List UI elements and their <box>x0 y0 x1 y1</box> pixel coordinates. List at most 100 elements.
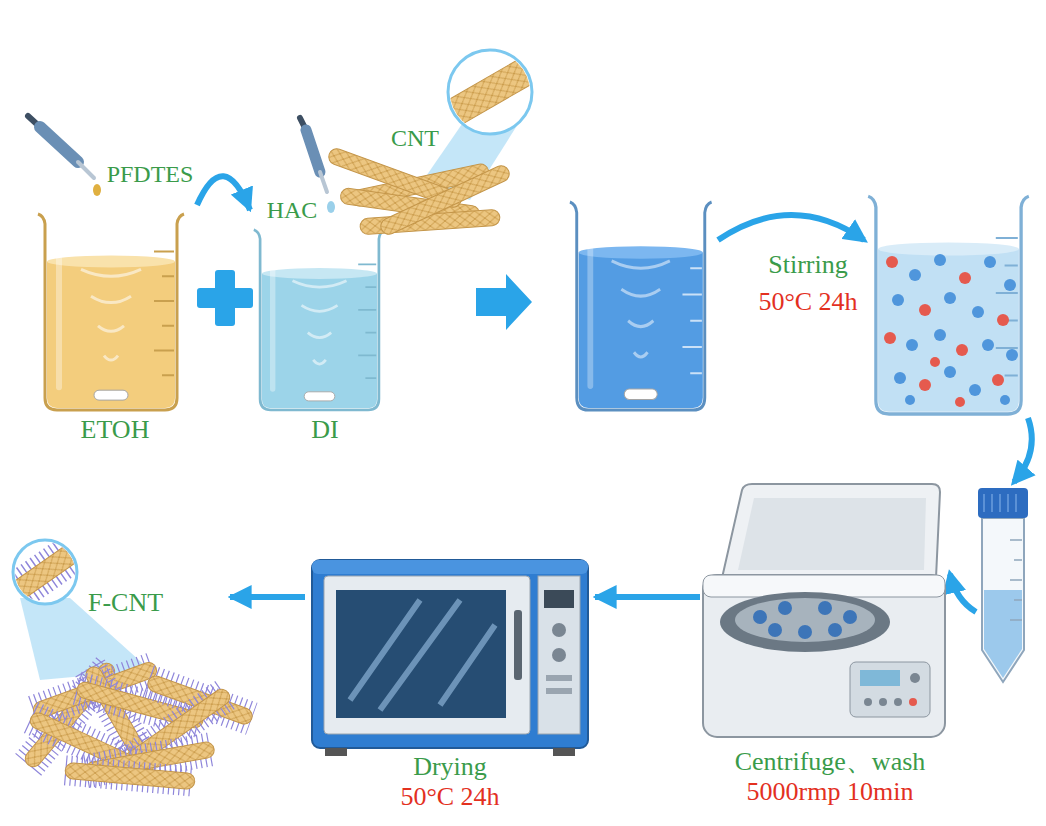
beaker <box>868 196 1029 414</box>
particles <box>997 314 1009 326</box>
free-label: PFDTES <box>107 161 194 187</box>
cnt-bundle <box>422 45 557 139</box>
step-label: ETOH <box>81 415 150 445</box>
particles <box>884 332 896 344</box>
beaker <box>254 230 385 410</box>
centrifuge-illustration <box>703 575 945 737</box>
drying-oven <box>312 560 588 756</box>
step-node: DI <box>250 200 400 445</box>
beaker <box>358 264 376 378</box>
step-label: F-CNT <box>88 588 163 618</box>
centrifuge-illustration <box>753 610 767 624</box>
centrifuge-illustration <box>879 698 887 706</box>
process-arrow <box>476 274 532 330</box>
beaker <box>38 214 184 410</box>
drying-oven <box>538 576 580 734</box>
centrifuge-illustration <box>738 498 926 570</box>
centrifuge-illustration <box>894 698 902 706</box>
centrifuge-tube <box>982 518 1024 682</box>
beaker <box>587 221 593 389</box>
process-arrow <box>950 574 976 612</box>
centrifuge-illustration <box>910 673 920 683</box>
beaker <box>38 214 184 410</box>
pipette <box>327 201 335 213</box>
particles <box>1004 279 1016 291</box>
centrifuge-illustration <box>818 601 832 615</box>
centrifuge-illustration <box>778 601 792 615</box>
process-arrow <box>1014 418 1032 482</box>
centrifuge-illustration <box>798 625 812 639</box>
particles <box>919 379 931 391</box>
beaker <box>570 202 712 410</box>
drying-oven <box>350 600 495 710</box>
cnt-bundle <box>378 163 512 237</box>
fcnt-bundle <box>0 529 100 614</box>
particles <box>955 397 965 407</box>
cnt-bundle <box>378 163 512 237</box>
pipette <box>78 162 94 178</box>
fcnt-bundle <box>65 762 196 789</box>
particles <box>905 395 915 405</box>
drying-oven <box>544 590 574 608</box>
connector-arrow <box>230 594 305 600</box>
centrifuge-tube <box>978 488 1028 682</box>
step-label: Drying <box>413 752 487 782</box>
particles <box>930 357 940 367</box>
fcnt-bundle <box>0 529 100 614</box>
particles <box>956 344 968 356</box>
step-label: DI <box>311 415 338 445</box>
beaker <box>270 246 275 392</box>
centrifuge-illustration <box>860 670 900 686</box>
particles <box>972 306 984 318</box>
drying-oven <box>552 648 566 662</box>
drying-oven <box>325 748 347 756</box>
drying-oven <box>312 560 588 574</box>
particles <box>982 339 994 351</box>
connector-arrow <box>197 176 250 210</box>
pipette <box>93 184 101 196</box>
centrifuge-illustration <box>909 698 917 706</box>
particles <box>884 254 1018 407</box>
step-label: 50°C 24h <box>400 782 499 812</box>
centrifuge-illustration <box>720 592 890 652</box>
free-label: 50°C 24h <box>758 288 857 317</box>
particles <box>959 272 971 284</box>
centrifuge-illustration <box>864 698 872 706</box>
step-node: Centrifuge、wash5000rmp 10min <box>700 485 960 807</box>
particles <box>1006 349 1018 361</box>
particles <box>919 304 931 316</box>
plus-sign <box>197 288 253 308</box>
beaker <box>996 238 1018 376</box>
centrifuge-illustration <box>828 623 842 637</box>
particles <box>984 256 996 268</box>
pipette <box>40 127 78 162</box>
particles <box>969 384 981 396</box>
beaker <box>56 232 62 390</box>
plus-sign <box>197 270 253 326</box>
free-label: HAC <box>267 197 318 223</box>
centrifuge-tube <box>978 488 1028 518</box>
particles <box>934 254 946 266</box>
cnt-bundle <box>422 45 557 139</box>
centrifuge-tube <box>984 590 1022 678</box>
pipette <box>28 116 101 196</box>
step-node: Drying50°C 24h <box>305 550 595 812</box>
particles <box>944 366 956 378</box>
connector-arrow <box>595 594 700 600</box>
pipette <box>320 172 327 192</box>
fcnt-bundle <box>0 529 254 789</box>
fcnt-bundle <box>65 762 196 789</box>
particles <box>886 256 898 268</box>
centrifuge-illustration <box>768 623 782 637</box>
beaker <box>154 252 174 376</box>
fcnt-bundle <box>0 529 100 614</box>
centrifuge-illustration <box>843 610 857 624</box>
particles <box>992 374 1004 386</box>
step-node: ETOH <box>30 205 200 445</box>
process-arrow <box>718 215 864 240</box>
drying-oven <box>553 748 575 756</box>
cnt-bundle <box>326 45 557 237</box>
particles <box>906 339 918 351</box>
